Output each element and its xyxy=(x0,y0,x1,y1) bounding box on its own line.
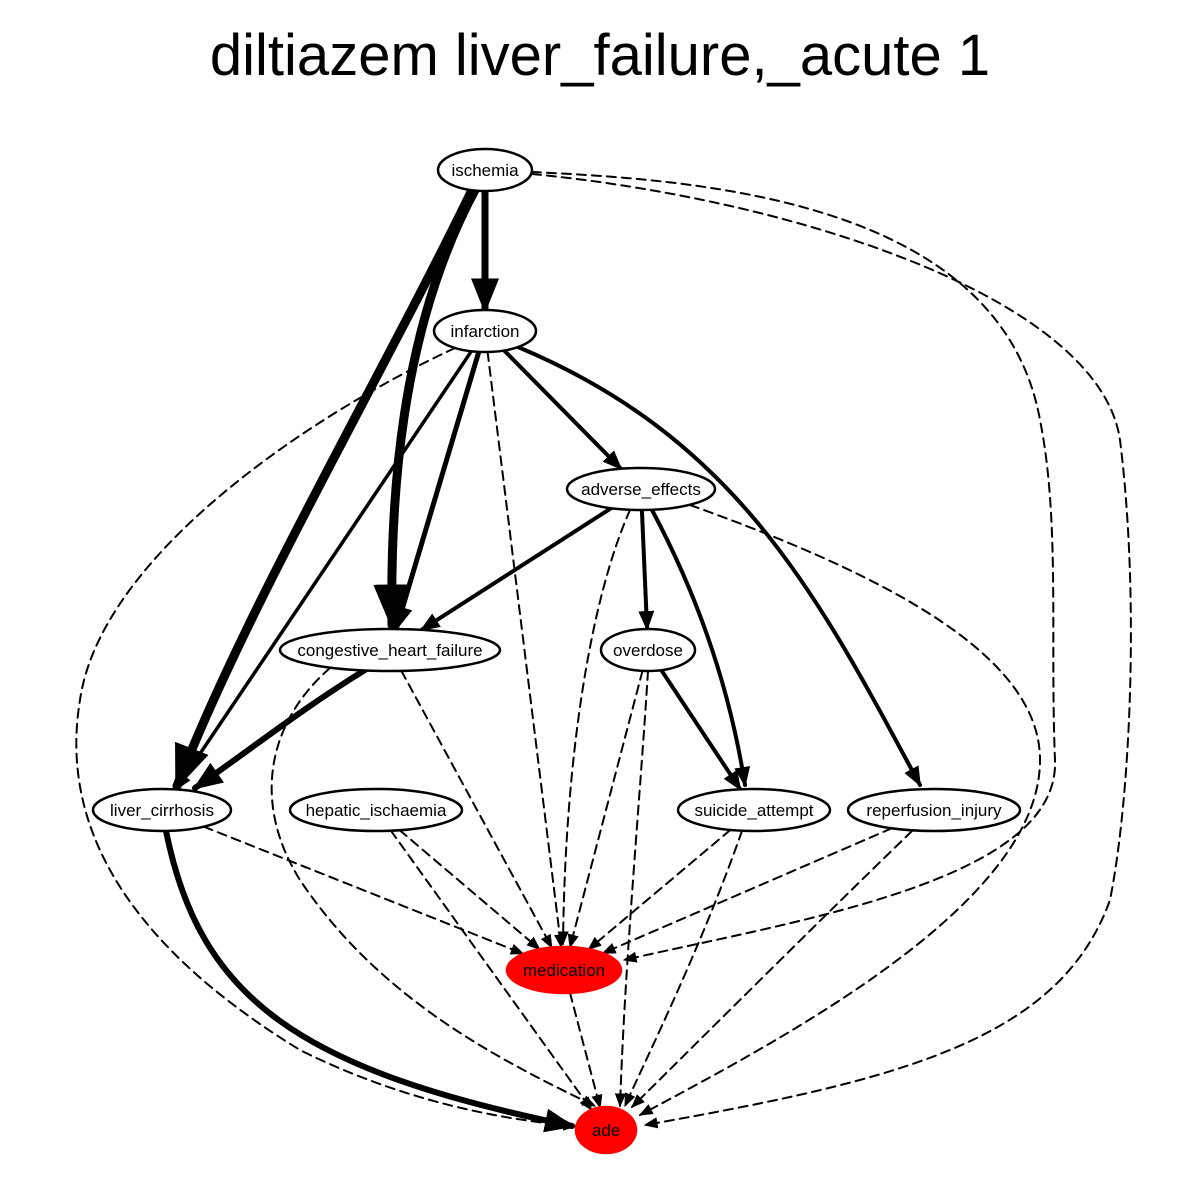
diagram-title: diltiazem liver_failure,_acute 1 xyxy=(209,23,991,88)
edge-ischemia-to-ade xyxy=(531,173,1132,1129)
node-ade: ade xyxy=(574,1105,638,1155)
edge-infarction-to-adverse_effects xyxy=(502,348,623,471)
node-shape-suicide_attempt xyxy=(676,787,832,833)
node-congestive_heart_failure: congestive_heart_failure xyxy=(278,627,502,673)
edge-adverse_effects-to-overdose xyxy=(638,508,655,631)
edge-overdose-to-medication xyxy=(567,669,644,949)
node-label-hepatic_ischaemia: hepatic_ischaemia xyxy=(306,801,447,820)
edges-layer xyxy=(75,171,1132,1133)
edge-adverse_effects-to-ade xyxy=(638,504,1042,1116)
edge-overdose-to-suicide_attempt xyxy=(659,668,743,792)
edge-adverse_effects-to-congestive_heart_failure xyxy=(419,506,614,632)
node-infarction: infarction xyxy=(432,308,538,354)
edge-liver_cirrhosis-to-ade xyxy=(163,828,575,1133)
node-label-infarction: infarction xyxy=(451,322,520,341)
node-label-overdose: overdose xyxy=(613,641,683,660)
node-shape-liver_cirrhosis xyxy=(91,787,233,833)
edge-infarction-to-congestive_heart_failure xyxy=(393,349,482,632)
node-reperfusion_injury: reperfusion_injury xyxy=(846,787,1022,833)
edge-congestive_heart_failure-to-liver_cirrhosis xyxy=(192,667,368,791)
node-shape-overdose xyxy=(599,627,697,673)
edge-infarction-to-medication xyxy=(486,351,566,949)
node-label-ade: ade xyxy=(592,1121,620,1140)
edge-medication-to-ade xyxy=(569,991,603,1109)
node-shape-congestive_heart_failure xyxy=(278,627,502,673)
node-label-ischemia: ischemia xyxy=(451,161,519,180)
node-shape-infarction xyxy=(432,308,538,354)
edge-suicide_attempt-to-medication xyxy=(587,829,732,951)
node-suicide_attempt: suicide_attempt xyxy=(676,787,832,833)
node-hepatic_ischaemia: hepatic_ischaemia xyxy=(288,787,464,833)
edge-ischemia-to-medication xyxy=(531,171,1057,963)
edge-overdose-to-ade xyxy=(614,670,649,1108)
node-shape-medication xyxy=(505,945,623,995)
nodes-layer: ischemia infarction adverse_effectscongest… xyxy=(91,147,1022,1155)
edge-reperfusion_injury-to-medication xyxy=(601,827,893,955)
node-label-adverse_effects: adverse_effects xyxy=(581,480,701,499)
edge-ischemia-to-liver_cirrhosis xyxy=(172,185,477,791)
edge-suicide_attempt-to-ade xyxy=(624,830,743,1108)
edge-liver_cirrhosis-to-medication xyxy=(202,825,525,955)
edge-congestive_heart_failure-to-ade xyxy=(270,667,597,1107)
node-shape-adverse_effects xyxy=(565,466,717,512)
edge-infarction-to-ade xyxy=(75,347,578,1131)
node-adverse_effects: adverse_effects xyxy=(565,466,717,512)
edge-hepatic_ischaemia-to-medication xyxy=(398,829,541,951)
edge-congestive_heart_failure-to-medication xyxy=(400,669,553,949)
node-label-suicide_attempt: suicide_attempt xyxy=(694,801,813,820)
node-label-liver_cirrhosis: liver_cirrhosis xyxy=(110,801,214,820)
edge-reperfusion_injury-to-ade xyxy=(631,830,913,1108)
edge-infarction-to-reperfusion_injury xyxy=(516,345,922,787)
edge-hepatic_ischaemia-to-ade xyxy=(389,829,593,1112)
node-label-reperfusion_injury: reperfusion_injury xyxy=(866,801,1002,820)
node-shape-ischemia xyxy=(436,147,534,193)
node-overdose: overdose xyxy=(599,627,697,673)
node-medication: medication xyxy=(505,945,623,995)
node-label-congestive_heart_failure: congestive_heart_failure xyxy=(297,641,482,660)
node-ischemia: ischemia xyxy=(436,147,534,193)
edge-adverse_effects-to-medication xyxy=(557,509,631,946)
node-shape-reperfusion_injury xyxy=(846,787,1022,833)
edge-adverse_effects-to-suicide_attempt xyxy=(650,508,751,787)
node-shape-ade xyxy=(574,1105,638,1155)
node-label-medication: medication xyxy=(523,961,605,980)
node-shape-hepatic_ischaemia xyxy=(288,787,464,833)
node-liver_cirrhosis: liver_cirrhosis xyxy=(91,787,233,833)
edge-infarction-to-liver_cirrhosis xyxy=(174,349,474,792)
